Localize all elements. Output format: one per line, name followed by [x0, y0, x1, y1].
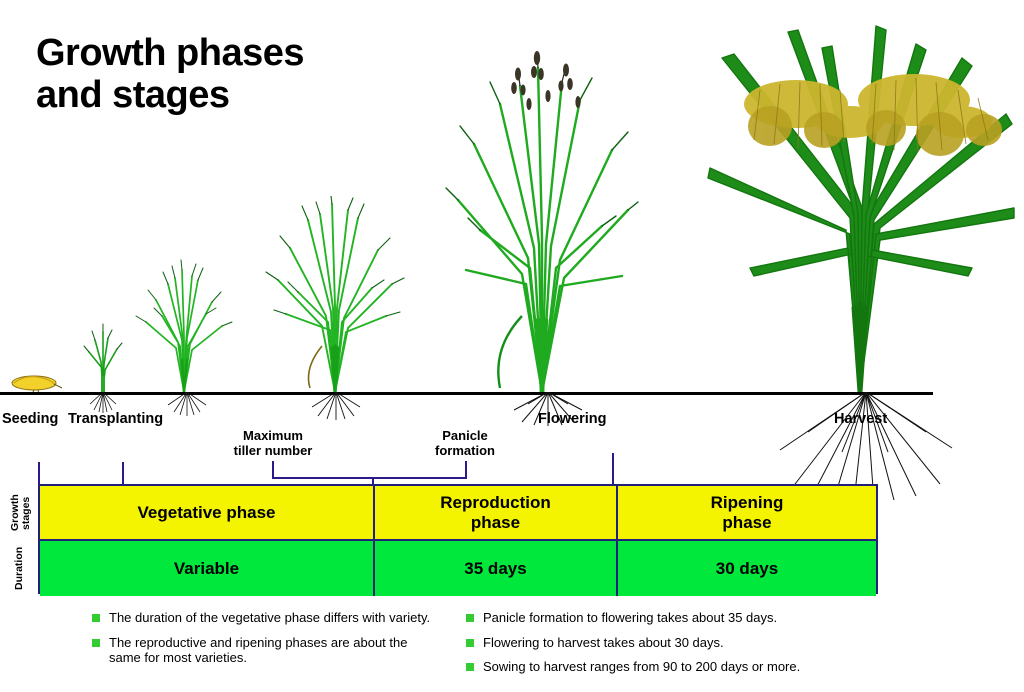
bracket-tiller-to-panicle	[272, 477, 467, 479]
tick-vegetative-reproduction-divider	[372, 477, 374, 486]
phase-cell-vegetative: Vegetative phase	[40, 486, 375, 539]
roots-harvest	[779, 392, 953, 502]
plant-transplanting	[80, 318, 126, 394]
duration-cell-vegetative: Variable	[40, 541, 375, 596]
plant-tillering	[128, 256, 240, 394]
plant-maximum-tiller	[260, 195, 410, 394]
stage-label-seeding: Seeding	[2, 411, 59, 427]
list-item: The duration of the vegetative phase dif…	[92, 610, 432, 626]
callout-panicle-formation: Panicle formation	[435, 428, 495, 458]
callout-maximum-tiller-number: Maximum tiller number	[233, 428, 313, 458]
tick-panicle-formation	[465, 461, 467, 479]
note-text: Panicle formation to flowering takes abo…	[483, 610, 778, 625]
note-text: Flowering to harvest takes about 30 days…	[483, 634, 724, 650]
note-text: The duration of the vegetative phase dif…	[109, 610, 431, 625]
notes-left: The duration of the vegetative phase dif…	[92, 610, 432, 675]
ground-line	[0, 392, 933, 395]
bullet-square-icon	[466, 663, 474, 671]
phase-cell-reproduction: Reproduction phase	[375, 486, 618, 539]
roots-flowering	[513, 392, 583, 426]
stage-label-transplanting: Transplanting	[68, 411, 164, 427]
plant-flowering	[444, 48, 640, 395]
note-text: Sowing to harvest ranges from 90 to 200 …	[483, 659, 801, 674]
roots-transplanting	[89, 392, 117, 413]
duration-cell-reproduction: 35 days	[375, 541, 618, 596]
notes-right: Panicle formation to flowering takes abo…	[466, 610, 814, 684]
phase-cell-ripening: Ripening phase	[618, 486, 876, 539]
roots-tillering	[167, 392, 207, 416]
bullet-square-icon	[466, 638, 474, 647]
tick-flowering	[612, 453, 614, 486]
duration-cell-ripening: 30 days	[618, 541, 876, 596]
tick-seeding	[38, 462, 40, 486]
axis-label-growth-stages: Growth stages	[9, 494, 32, 532]
plant-harvest	[700, 18, 1020, 395]
plant-seeding	[8, 360, 64, 395]
list-item: The reproductive and ripening phases are…	[92, 635, 432, 666]
stage-label-flowering: Flowering	[538, 411, 607, 427]
phase-row: Vegetative phase Reproduction phase Ripe…	[40, 486, 876, 541]
note-text: The reproductive and ripening phases are…	[109, 634, 408, 666]
list-item: Panicle formation to flowering takes abo…	[466, 610, 814, 626]
tick-transplanting	[122, 462, 124, 486]
bullet-square-icon	[466, 614, 474, 622]
page-title: Growth phases and stages	[36, 32, 305, 116]
phase-table: Vegetative phase Reproduction phase Ripe…	[38, 484, 878, 596]
axis-label-duration: Duration	[13, 546, 25, 590]
list-item: Sowing to harvest ranges from 90 to 200 …	[466, 659, 814, 675]
list-item: Flowering to harvest takes about 30 days…	[466, 635, 814, 651]
bullet-square-icon	[92, 614, 100, 622]
stage-label-harvest: Harvest	[834, 411, 888, 427]
tick-maximum-tiller	[272, 461, 274, 479]
roots-maximum-tiller	[311, 392, 361, 420]
duration-row: Variable 35 days 30 days	[40, 541, 876, 596]
bullet-square-icon	[92, 638, 100, 647]
